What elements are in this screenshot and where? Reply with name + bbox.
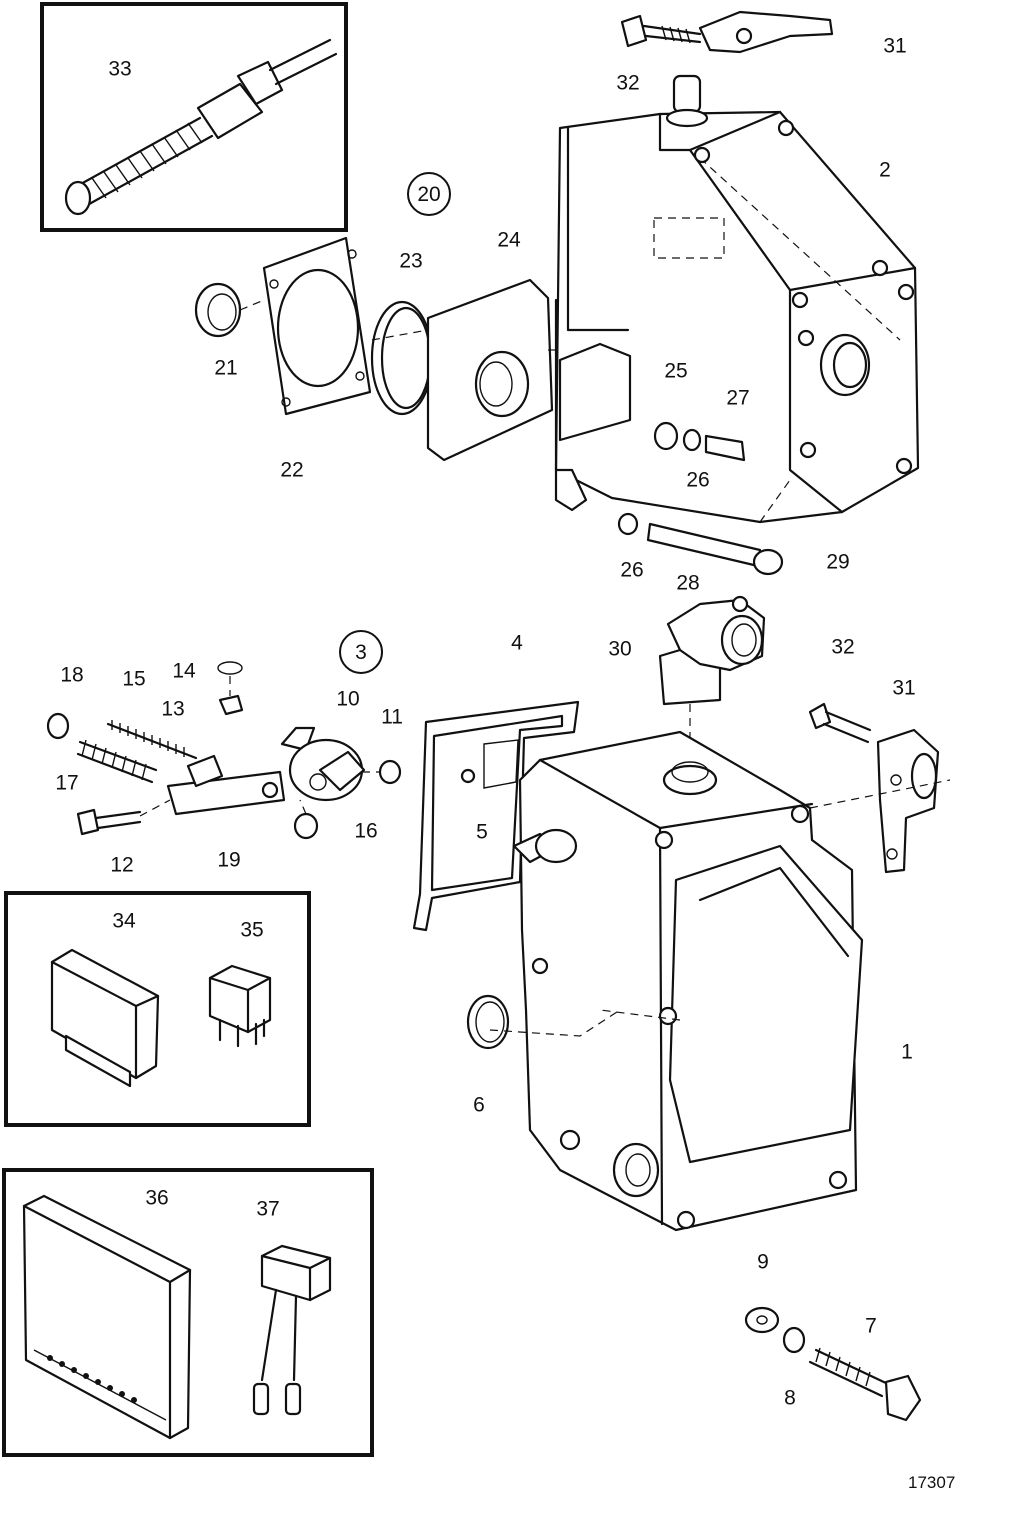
part-33-sensor [64,38,338,216]
part-23-o-ring [370,300,434,416]
part-17-18-bolt-spring [46,712,158,784]
part-13-14-small-parts [217,661,244,716]
part-27-bolt [653,421,746,462]
callout-4: 4 [511,631,523,655]
callout-28: 28 [676,571,700,595]
part-37-relay [252,1244,332,1416]
part-10-switch [280,726,366,802]
part-31-top-bolt-bracket [620,10,834,54]
callout-1: 1 [901,1040,913,1064]
callout-12: 12 [110,853,134,877]
part-6-o-ring [466,994,510,1050]
callout-2: 2 [879,158,891,182]
callout-23: 23 [399,249,423,273]
callout-34: 34 [112,909,136,933]
callout-31-top: 31 [883,34,907,58]
part-2-upper-housing [554,110,920,524]
callout-22: 22 [280,458,304,482]
callout-6: 6 [473,1093,485,1117]
part-4-gasket [412,700,580,932]
part-35-relay [208,964,272,1048]
callout-29: 29 [826,550,850,574]
diagram-reference-number: 17307 [908,1473,956,1492]
callout-32-lower: 32 [831,635,855,659]
part-21-plug [194,282,242,338]
inset-box-33 [40,2,348,232]
callout-25: 25 [664,359,688,383]
callout-13: 13 [161,697,185,721]
callout-37: 37 [256,1197,280,1221]
callout-30: 30 [608,637,632,661]
callout-9: 9 [757,1250,769,1274]
callout-26-lower: 26 [620,558,644,582]
part-11-16-nuts [293,759,402,840]
leader-lines [139,299,556,817]
callout-11: 11 [381,705,403,729]
part-19-lever [166,754,286,816]
callout-18: 18 [60,663,84,687]
callout-14: 14 [172,659,196,683]
part-31-lower-bracket [809,728,951,874]
callout-15: 15 [122,667,146,691]
callout-33: 33 [108,57,132,81]
part-12-bolt [76,808,142,836]
callout-35: 35 [240,918,264,942]
part-36-ecu [22,1194,192,1440]
callout-20: 20 [407,172,451,216]
callout-5: 5 [476,820,488,844]
inset-box-36-37 [2,1168,374,1457]
part-1-main-housing [489,730,864,1232]
part-30-elbow-connector [658,595,766,760]
callout-17: 17 [55,771,79,795]
callout-3: 3 [339,630,383,674]
part-7-8-9-bolt-set [744,1306,922,1422]
callout-36: 36 [145,1186,169,1210]
part-15-spring [106,720,198,760]
callout-31-lower: 31 [892,676,916,700]
callout-26-upper: 26 [686,468,710,492]
inset-box-34-35 [4,891,311,1127]
part-29-rod [617,512,784,576]
part-34-control-unit [50,948,160,1088]
callout-27: 27 [726,386,750,410]
callout-16: 16 [354,819,378,843]
callout-8: 8 [784,1386,796,1410]
callout-19: 19 [217,848,241,872]
part-24-cover-plate [426,278,554,462]
part-32-lower-bolt [808,702,872,744]
part-32-top-breather [665,74,709,128]
callout-10: 10 [336,687,360,711]
callout-32-top: 32 [616,71,640,95]
part-22-gasket [262,236,372,416]
callout-21: 21 [214,356,238,380]
callout-7: 7 [865,1314,877,1338]
callout-24: 24 [497,228,521,252]
